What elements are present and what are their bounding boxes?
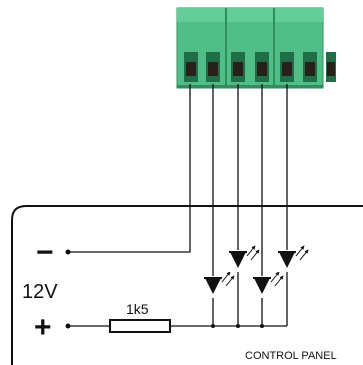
terminal-socket — [326, 52, 336, 82]
junction-dot — [211, 324, 215, 328]
resistor-label: 1k5 — [126, 301, 149, 317]
led-diode — [204, 271, 235, 298]
terminal-socket — [303, 52, 317, 82]
terminal-socket — [280, 52, 294, 82]
control-panel-label: CONTROL PANEL — [245, 350, 337, 362]
resistor — [109, 319, 171, 333]
terminal-block — [176, 7, 336, 89]
junction-dot — [65, 249, 71, 255]
plus-label: + — [34, 311, 52, 344]
terminal-socket — [255, 52, 269, 82]
terminal-socket — [231, 52, 245, 82]
voltage-label: 12V — [22, 281, 58, 303]
terminal-socket — [206, 52, 220, 82]
led-diode — [229, 245, 260, 272]
junction-dot — [260, 324, 264, 328]
terminal-socket — [184, 52, 198, 82]
junction-dot — [236, 324, 240, 328]
led-diode — [278, 245, 309, 272]
junction-dot — [65, 323, 71, 329]
led-diode — [253, 271, 284, 298]
minus-label: − — [36, 236, 54, 269]
control-panel-outline — [11, 205, 363, 365]
